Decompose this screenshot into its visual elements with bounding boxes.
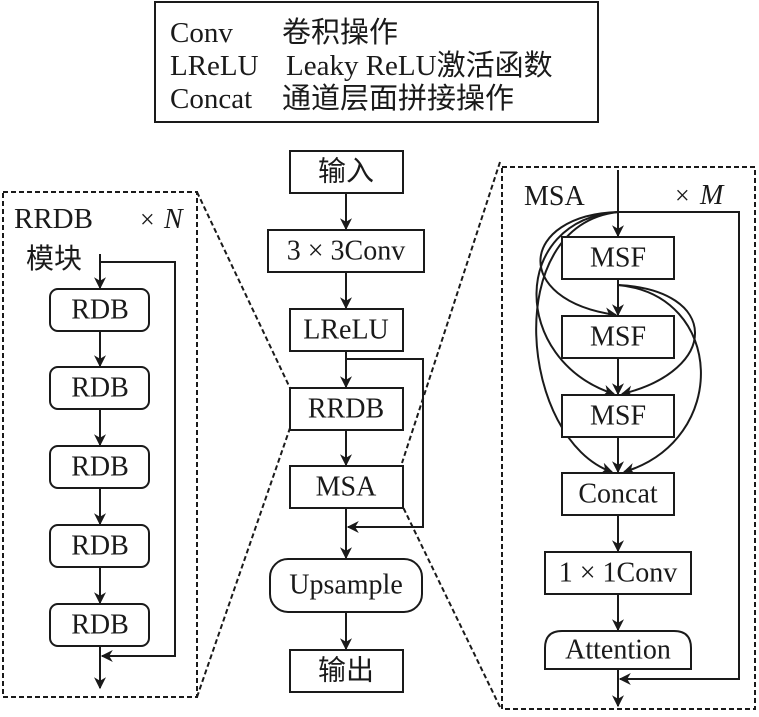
legend-desc-lrelu: Leaky ReLU激活函数 <box>286 49 553 82</box>
dense-connection <box>535 211 619 475</box>
input-label: 输入 <box>318 156 374 188</box>
legend-border <box>154 1 599 123</box>
rdb-label-1: RDB <box>71 295 129 326</box>
msa-label: MSA <box>316 472 377 503</box>
rrdb-node <box>289 387 404 431</box>
legend-term-conv: Conv <box>170 17 233 49</box>
global-skip-connection <box>346 358 424 533</box>
attention-label: Attention <box>565 635 671 666</box>
output-node <box>289 649 404 693</box>
msf-label-1: MSF <box>590 243 646 274</box>
main-flow: 输入 3 × 3Conv LReLU RRDB MSA Upsample 输出 <box>267 150 425 693</box>
conv1x1-label: 1 × 1Conv <box>559 558 677 589</box>
msa-panel-title: MSA <box>524 181 585 212</box>
lrelu-label: LReLU <box>303 315 389 346</box>
rrdb-skip-connection <box>100 261 176 662</box>
msa-panel-border <box>501 166 756 710</box>
msa-panel: MSA × M MSF MSF MSF Concat 1 × 1Conv Att… <box>501 166 756 710</box>
attention-block <box>544 630 692 670</box>
zoom-connector-msa-top <box>401 161 501 464</box>
dense-connection <box>539 211 619 320</box>
rdb-label-2: RDB <box>71 373 129 404</box>
upsample-label: Upsample <box>289 570 403 601</box>
rdb-label-5: RDB <box>71 610 129 641</box>
concat-label: Concat <box>578 479 658 510</box>
legend-desc-conv: 卷积操作 <box>282 16 398 49</box>
legend-desc-concat: 通道层面拼接操作 <box>282 82 514 115</box>
output-label: 输出 <box>318 655 374 687</box>
rrdb-panel-border <box>2 191 198 698</box>
msf-block-3 <box>561 394 675 438</box>
msf-label-2: MSF <box>590 322 646 353</box>
msf-block-2 <box>561 315 675 359</box>
dense-connection <box>535 211 619 397</box>
rdb-label-4: RDB <box>71 531 129 562</box>
rrdb-repeat-var: N <box>163 204 184 235</box>
rrdb-repeat-symbol: × <box>140 205 155 234</box>
msf-block-1 <box>561 236 675 280</box>
concat-block <box>561 472 675 516</box>
rrdb-panel: RRDB × N 模块 RDB RDB RDB RDB RDB <box>2 191 198 698</box>
legend: Conv 卷积操作 LReLU Leaky ReLU激活函数 Concat 通道… <box>154 1 599 123</box>
rrdb-panel-subtitle: 模块 <box>26 243 82 275</box>
zoom-connector-rrdb-top <box>196 191 291 389</box>
zoom-connector-msa-bottom <box>401 504 501 708</box>
msa-repeat-var: M <box>699 180 725 211</box>
rrdb-label: RRDB <box>308 394 384 425</box>
input-node <box>289 150 404 194</box>
rdb-label-3: RDB <box>71 452 129 483</box>
legend-term-concat: Concat <box>170 83 252 115</box>
msa-skip-connection <box>618 211 740 685</box>
msa-repeat-symbol: × <box>675 181 690 210</box>
conv3x3-node <box>267 229 425 273</box>
lrelu-node <box>289 308 404 352</box>
legend-term-lrelu: LReLU <box>170 50 259 82</box>
rrdb-panel-title: RRDB <box>14 203 93 235</box>
conv3x3-label: 3 × 3Conv <box>287 236 405 267</box>
dense-connection <box>617 284 696 398</box>
dense-connection <box>617 284 702 475</box>
msf-label-3: MSF <box>590 401 646 432</box>
